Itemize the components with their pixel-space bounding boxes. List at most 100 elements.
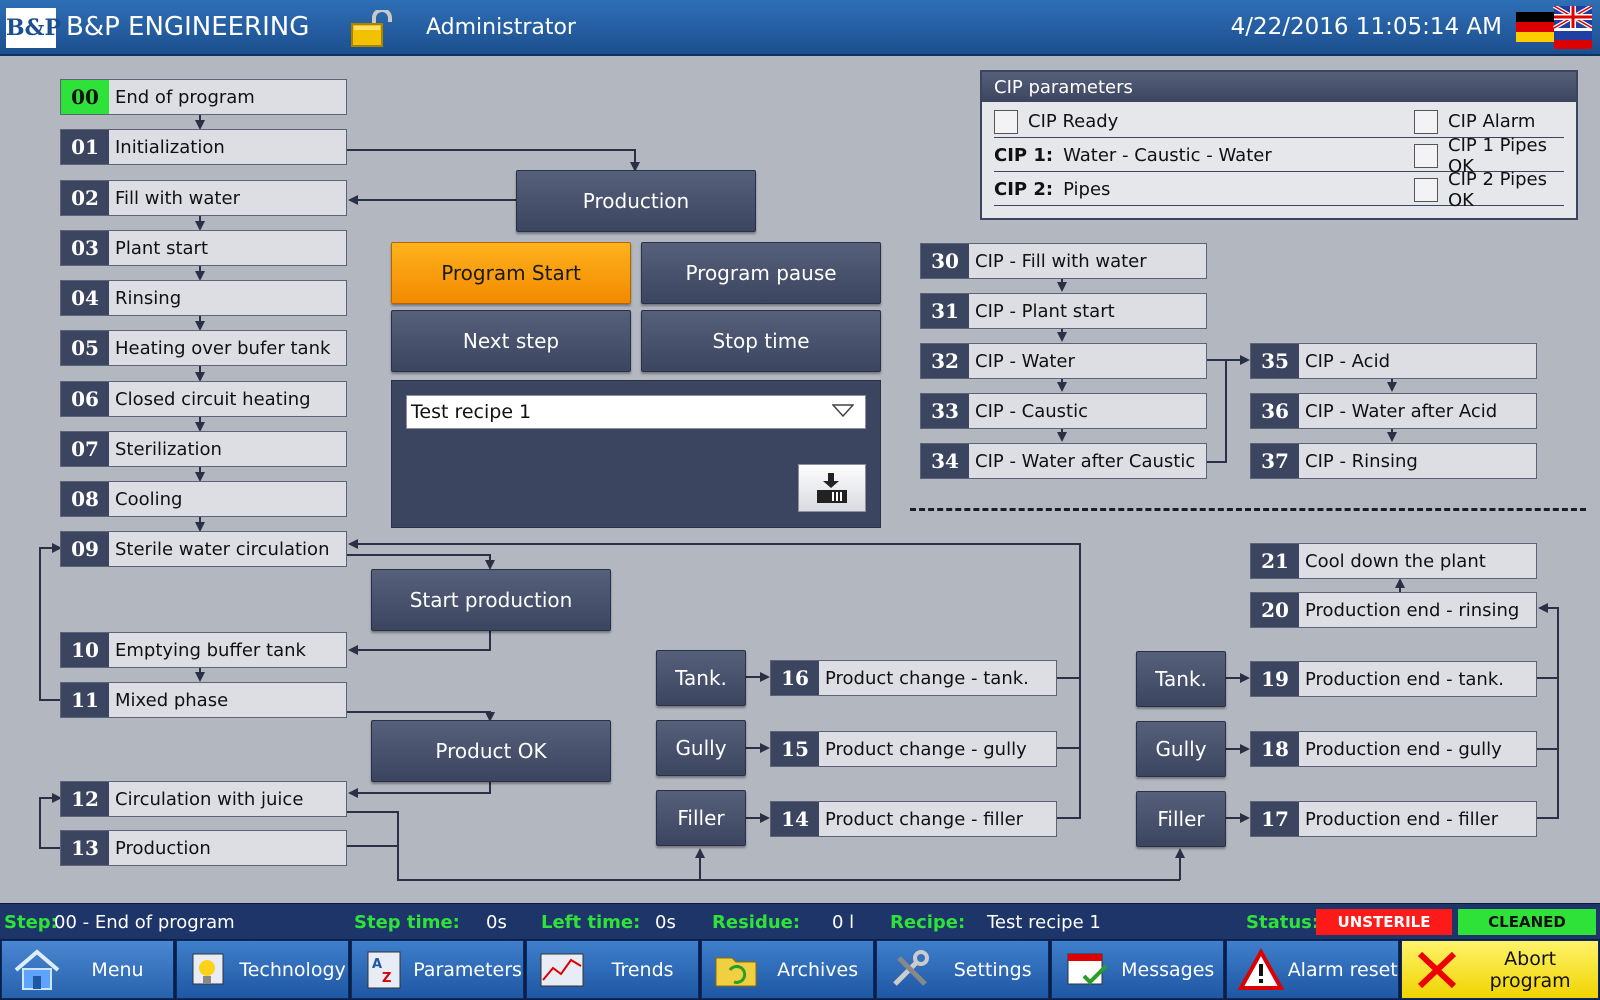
- left-time-label: Left time:: [541, 912, 641, 933]
- gully-button[interactable]: Gully: [656, 720, 746, 776]
- language-flags-icon[interactable]: [1516, 6, 1592, 50]
- product-ok-button[interactable]: Product OK: [371, 720, 611, 782]
- cip-parameters-panel: CIP parameters CIP Ready CIP Alarm CIP 1…: [980, 70, 1578, 220]
- nav-label: Technology: [239, 958, 346, 981]
- cip1-pipes-checkbox[interactable]: [1414, 143, 1438, 168]
- production-button[interactable]: Production: [516, 170, 756, 232]
- filler-button[interactable]: Filler: [656, 790, 746, 846]
- step-number: 18: [1251, 732, 1299, 766]
- residue-value: 0 l: [832, 912, 855, 933]
- step-time-value: 0s: [486, 912, 507, 933]
- filler-end-button[interactable]: Filler: [1136, 791, 1226, 847]
- step-number: 06: [61, 382, 109, 416]
- nav-alarm-reset[interactable]: Alarm reset: [1226, 940, 1400, 999]
- next-step-button[interactable]: Next step: [391, 310, 631, 372]
- gully-end-button[interactable]: Gully: [1136, 721, 1226, 777]
- chevron-down-icon[interactable]: [832, 404, 854, 418]
- step-number: 10: [61, 633, 109, 667]
- step-number: 09: [61, 532, 109, 566]
- start-production-button[interactable]: Start production: [371, 569, 611, 631]
- cip2-pipes-checkbox[interactable]: [1414, 177, 1438, 202]
- nav-archives[interactable]: Archives: [701, 940, 875, 999]
- step-number: 21: [1251, 544, 1299, 578]
- step-number: 15: [771, 732, 819, 766]
- cip-row-2: CIP 2: Pipes CIP 2 Pipes OK: [994, 169, 1564, 211]
- left-time-value: 0s: [655, 912, 676, 933]
- program-pause-button[interactable]: Program pause: [641, 242, 881, 304]
- current-user: Administrator: [426, 15, 576, 40]
- step-36[interactable]: 36 CIP - Water after Acid: [1250, 393, 1537, 429]
- stop-time-button[interactable]: Stop time: [641, 310, 881, 372]
- cip-ready-checkbox[interactable]: [994, 109, 1018, 134]
- step-label: Production end - gully: [1305, 738, 1502, 760]
- cip1-pipes-label: CIP 1 Pipes OK: [1448, 134, 1547, 177]
- nav-technology[interactable]: Technology: [176, 940, 350, 999]
- settings-icon: [893, 949, 930, 986]
- tank-end-button[interactable]: Tank.: [1136, 651, 1226, 707]
- archives-icon: [715, 957, 757, 986]
- tank-button[interactable]: Tank.: [656, 650, 746, 706]
- program-start-button[interactable]: Program Start: [391, 242, 631, 304]
- recipe-select[interactable]: Test recipe 1: [406, 395, 866, 429]
- nav-messages[interactable]: Messages: [1051, 940, 1225, 999]
- unlocked-padlock-icon[interactable]: [350, 10, 398, 50]
- step-number: 07: [61, 432, 109, 466]
- cip2-label: CIP 2:: [994, 179, 1054, 200]
- home-icon: [14, 948, 60, 990]
- step-number: 36: [1251, 394, 1299, 428]
- status-label: Status:: [1246, 912, 1320, 933]
- step-18[interactable]: 18 Production end - gully: [1250, 731, 1537, 767]
- nav-label: Settings: [953, 958, 1032, 981]
- step-label: Product change - tank.: [825, 667, 1029, 689]
- step-label: CIP - Caustic: [975, 400, 1089, 422]
- step-label: CIP - Water after Acid: [1305, 400, 1498, 422]
- cip-alarm-label: CIP Alarm: [1448, 111, 1536, 132]
- step-label: Production end - rinsing: [1305, 599, 1520, 621]
- load-recipe-button[interactable]: [798, 464, 866, 512]
- nav-menu[interactable]: Menu: [1, 940, 175, 999]
- step-label: CIP - Rinsing: [1305, 450, 1418, 472]
- nav-abort-program[interactable]: Abort program: [1401, 940, 1599, 999]
- cip-alarm-checkbox[interactable]: [1414, 109, 1438, 134]
- nav-label: Menu: [91, 958, 144, 981]
- nav-trends[interactable]: Trends: [526, 940, 700, 999]
- nav-settings[interactable]: Settings: [876, 940, 1050, 999]
- step-number: 20: [1251, 593, 1299, 627]
- step-number: 30: [921, 244, 969, 278]
- step-label: CIP - Fill with water: [975, 250, 1147, 272]
- step-number: 19: [1251, 662, 1299, 696]
- step-label: Heating over bufer tank: [115, 337, 331, 359]
- step-30[interactable]: 30 CIP - Fill with water: [920, 243, 1207, 279]
- step-20[interactable]: 20 Production end - rinsing: [1250, 592, 1537, 628]
- cip-panel-title: CIP parameters: [982, 72, 1576, 102]
- step-number: 32: [921, 344, 969, 378]
